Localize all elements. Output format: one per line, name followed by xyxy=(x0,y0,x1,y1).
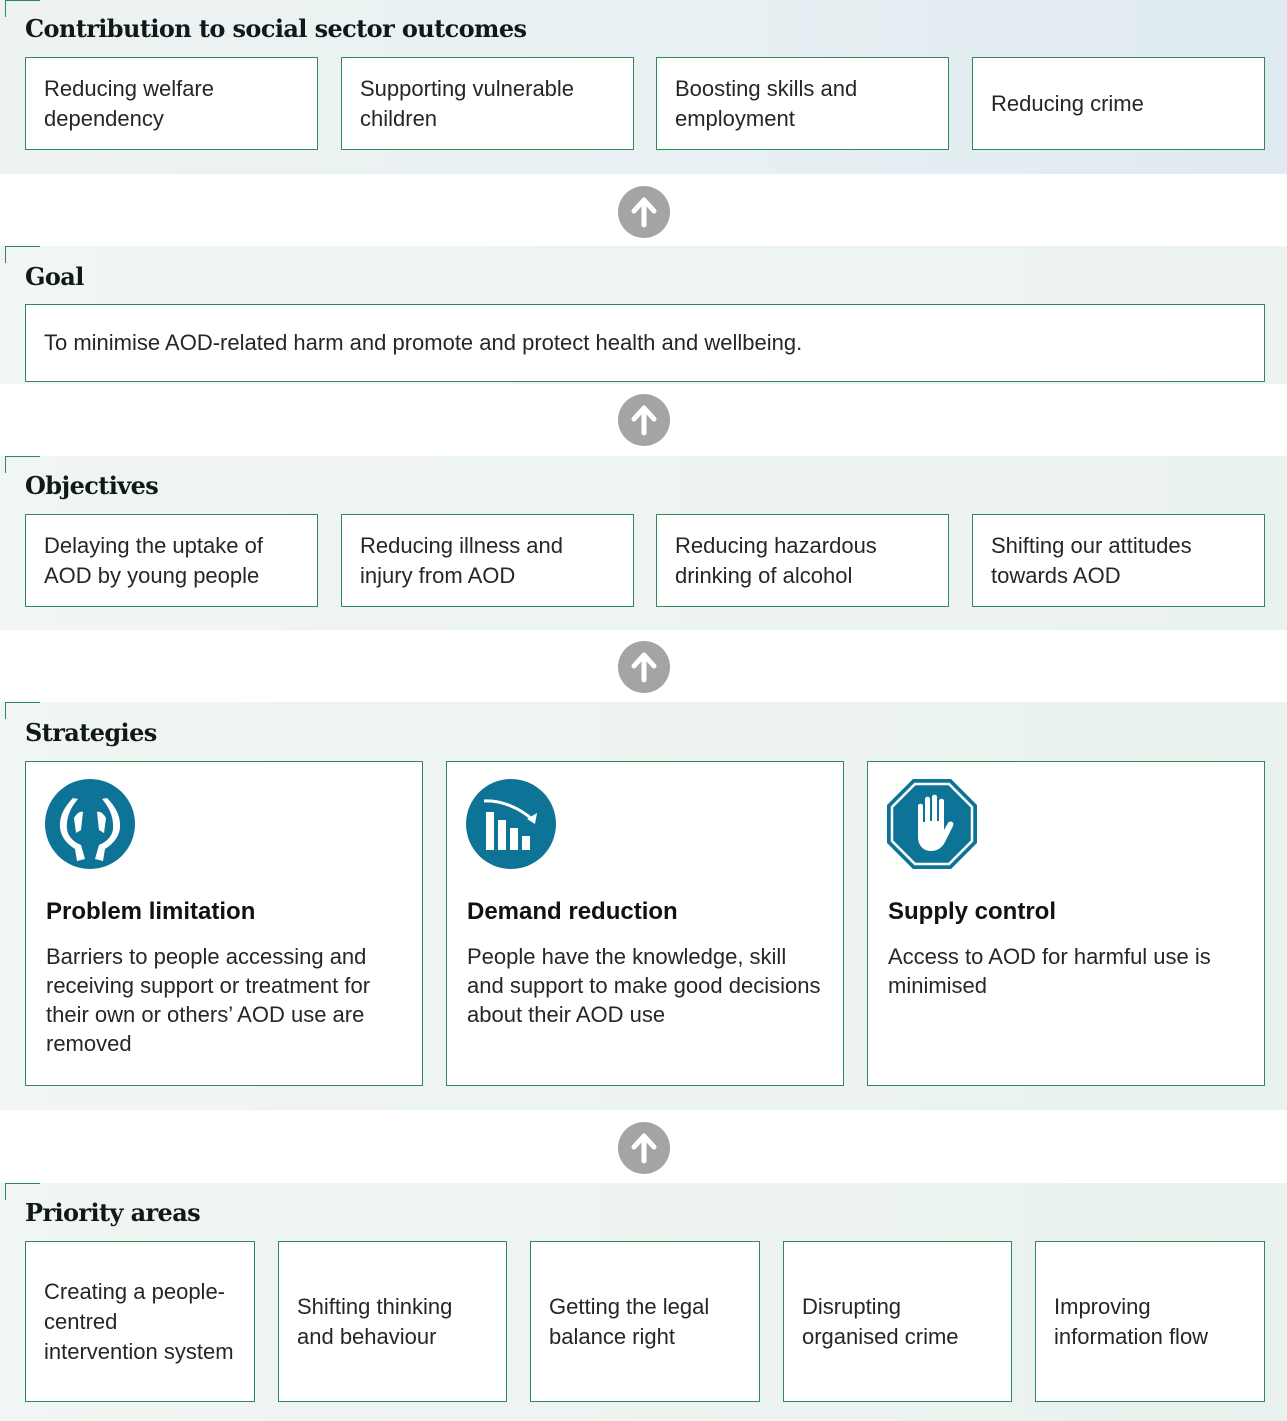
strategy-card-demand-reduction: Demand reduction People have the knowled… xyxy=(446,761,844,1086)
priority-area-box: Improving information flow xyxy=(1035,1241,1265,1402)
up-arrow-icon xyxy=(618,641,670,693)
up-arrow-icon xyxy=(618,1122,670,1174)
strategy-card-supply-control: Supply control Access to AOD for harmful… xyxy=(867,761,1265,1086)
section-corner-mark xyxy=(5,456,40,473)
declining-bar-chart-icon xyxy=(466,779,556,869)
strategy-title: Supply control xyxy=(888,898,1056,925)
strategy-description: Access to AOD for harmful use is minimis… xyxy=(888,944,1211,998)
outcome-box: Reducing crime xyxy=(972,57,1265,150)
section-corner-mark xyxy=(5,0,40,17)
goal-box: To minimise AOD-related harm and promote… xyxy=(25,304,1265,382)
priority-area-box: Disrupting organised crime xyxy=(783,1241,1012,1402)
strategy-description: Barriers to people accessing and receivi… xyxy=(46,944,371,1056)
strategy-title: Demand reduction xyxy=(467,898,678,925)
priority-area-box: Getting the legal balance right xyxy=(530,1241,760,1402)
outcome-box: Reducing welfare dependency xyxy=(25,57,318,150)
section-corner-mark xyxy=(5,246,40,263)
up-arrow-icon xyxy=(618,394,670,446)
strategy-card-problem-limitation: Problem limitation Barriers to people ac… xyxy=(25,761,423,1086)
objective-box: Reducing illness and injury from AOD xyxy=(341,514,634,607)
objective-box: Delaying the uptake of AOD by young peop… xyxy=(25,514,318,607)
hands-icon xyxy=(45,779,135,869)
section-corner-mark xyxy=(5,702,40,719)
strategy-description: People have the knowledge, skill and sup… xyxy=(467,944,821,1027)
priority-area-box: Creating a people-centred intervention s… xyxy=(25,1241,255,1402)
strategies-heading: Strategies xyxy=(25,718,157,747)
objective-box: Shifting our attitudes towards AOD xyxy=(972,514,1265,607)
objectives-heading: Objectives xyxy=(25,471,159,500)
outcome-box: Supporting vulnerable children xyxy=(341,57,634,150)
priority-areas-heading: Priority areas xyxy=(25,1198,201,1227)
objective-box: Reducing hazardous drinking of alcohol xyxy=(656,514,949,607)
outcomes-heading: Contribution to social sector outcomes xyxy=(25,14,527,43)
up-arrow-icon xyxy=(618,186,670,238)
stop-hand-icon xyxy=(887,779,977,869)
goal-heading: Goal xyxy=(25,262,84,291)
priority-area-box: Shifting thinking and behaviour xyxy=(278,1241,507,1402)
outcome-box: Boosting skills and employment xyxy=(656,57,949,150)
section-corner-mark xyxy=(5,1183,40,1200)
strategy-title: Problem limitation xyxy=(46,898,256,925)
